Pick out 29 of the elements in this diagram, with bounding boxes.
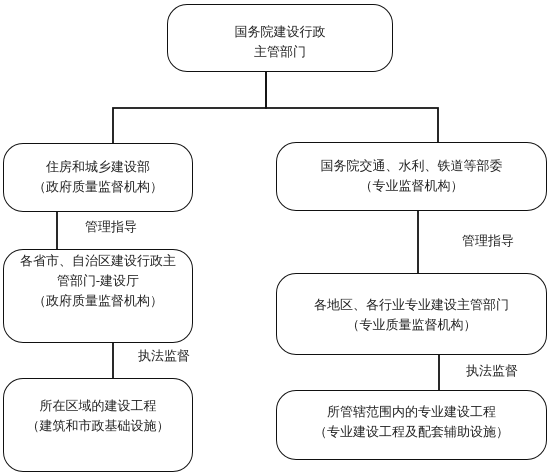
rounded-box xyxy=(276,273,547,355)
box-text: 住房和城乡建设部 xyxy=(46,159,150,177)
box-text: 所管辖范围内的专业建设工程 xyxy=(327,404,496,422)
connector-line xyxy=(265,72,439,142)
box-text: （政府质量监督机构） xyxy=(33,293,163,311)
box-text: 各省市、自治区建设行政主管部门-建设厅 xyxy=(19,253,177,291)
rounded-box xyxy=(3,378,193,472)
box-text: （建筑和市政基础设施） xyxy=(26,418,170,436)
edge-label: 管理指导 xyxy=(85,219,137,236)
rounded-box xyxy=(276,390,547,460)
box-text: （专业监督机构） xyxy=(360,178,464,196)
box-text: 各地区、各行业专业建设主管部门 xyxy=(314,297,509,315)
connector-line xyxy=(417,211,419,273)
connector-line xyxy=(438,355,440,390)
box-text: 国务院建设行政主管部门 xyxy=(234,24,326,62)
connector-line xyxy=(112,343,114,378)
edge-label: 执法监督 xyxy=(138,348,190,365)
box-text: （政府质量监督机构） xyxy=(33,179,163,197)
box-text: 国务院交通、水利、铁道等部委 xyxy=(320,158,502,176)
rounded-box xyxy=(276,142,547,211)
box-text: 所在区域的建设工程 xyxy=(40,398,156,416)
rounded-box xyxy=(167,4,393,72)
edge-label: 执法监督 xyxy=(466,363,518,380)
edge-label: 管理指导 xyxy=(462,233,514,250)
rounded-box xyxy=(3,249,193,343)
rounded-box xyxy=(3,143,193,212)
connector-line xyxy=(56,212,58,249)
box-text: （专业建设工程及配套辅助设施） xyxy=(314,424,509,442)
box-text: （专业质量监督机构） xyxy=(346,317,476,335)
